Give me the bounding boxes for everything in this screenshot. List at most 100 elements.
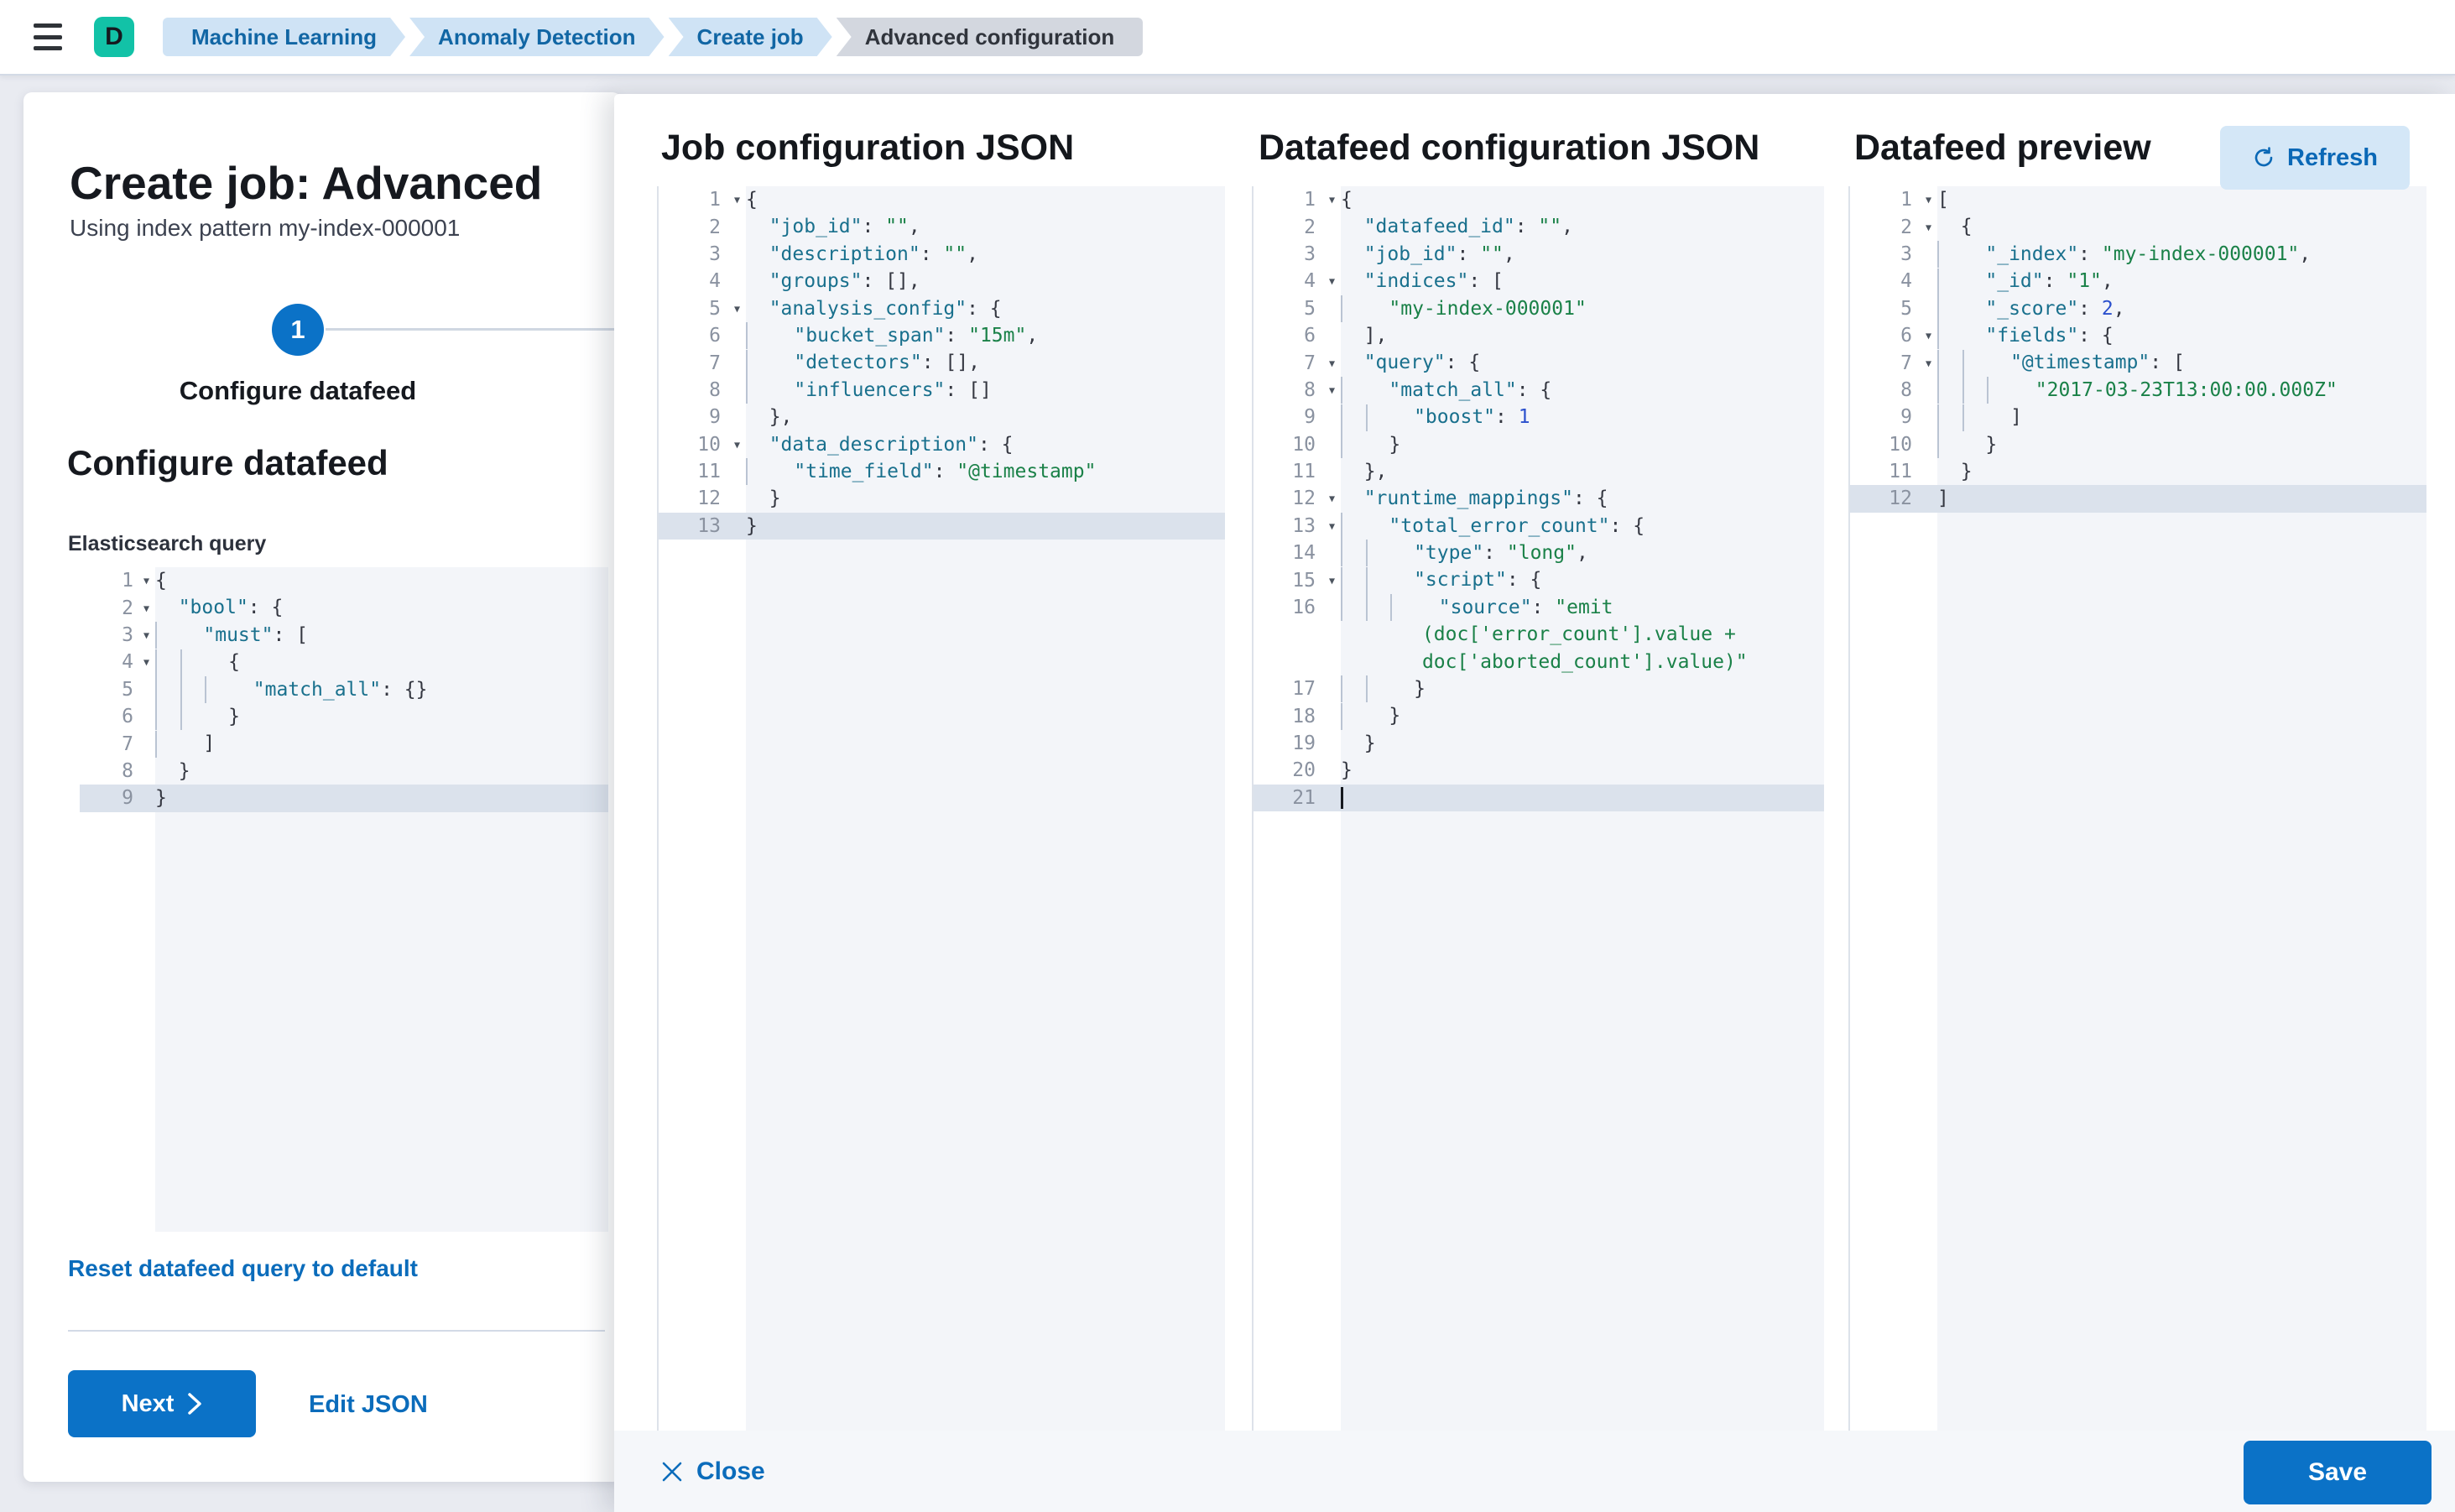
breadcrumb-current-page: Advanced configuration (836, 18, 1144, 56)
code-line: 5▾ "analysis_config": { (709, 297, 1002, 320)
breadcrumb: Machine Learning Anomaly Detection Creat… (163, 18, 1144, 56)
code-line: 12 } (697, 487, 781, 510)
fold-caret-icon[interactable]: ▾ (1328, 356, 1335, 370)
breadcrumb-create-job[interactable]: Create job (669, 18, 832, 56)
code-line: 1▾[ (1900, 189, 1949, 211)
step-progress-line (326, 328, 614, 331)
code-line: 4▾ { (80, 649, 608, 676)
code-line: 6▾ "fields": { (1850, 322, 2426, 350)
code-line: 6 "bucket_span": "15m", (659, 322, 1225, 350)
fold-caret-icon[interactable]: ▾ (143, 601, 149, 615)
edit-json-link[interactable]: Edit JSON (309, 1391, 428, 1418)
job-configuration-json-editor[interactable]: 1▾{2 "job_id": "",3 "description": "",4 … (657, 186, 1225, 1431)
code-line: 3▾ "must": [ (80, 622, 608, 649)
step-1-label: Configure datafeed (179, 376, 417, 405)
code-line: 15▾ "script": { (1254, 566, 1824, 594)
close-button[interactable]: Close (661, 1457, 765, 1486)
code-line: 4▾ "indices": [ (1304, 270, 1504, 293)
next-button[interactable]: Next (68, 1370, 256, 1437)
fold-caret-icon[interactable]: ▾ (733, 192, 740, 206)
code-line: 1▾{ (1304, 189, 1353, 211)
code-line: 5 "match_all": {} (80, 675, 608, 703)
datafeed-preview-title: Datafeed preview (1854, 128, 2151, 168)
fold-caret-icon[interactable]: ▾ (143, 573, 149, 587)
next-button-label: Next (121, 1389, 175, 1417)
code-line: 4 "groups": [], (709, 270, 920, 293)
refresh-button[interactable]: Refresh (2220, 126, 2410, 190)
fold-caret-icon[interactable]: ▾ (1925, 192, 1931, 206)
code-line: doc['aborted_count'].value)" (1421, 650, 1748, 673)
code-line: 10 } (1254, 430, 1824, 458)
code-line: 12▾ "runtime_mappings": { (1292, 487, 1608, 510)
fold-caret-icon[interactable]: ▾ (1328, 573, 1335, 587)
code-line: (doc['error_count'].value + (1421, 623, 1736, 646)
text-cursor (1341, 787, 1343, 810)
code-line: 8 "influencers": [] (659, 377, 1225, 404)
reset-datafeed-query-link[interactable]: Reset datafeed query to default (68, 1255, 418, 1281)
fold-caret-icon[interactable]: ▾ (1328, 192, 1335, 206)
menu-icon[interactable] (34, 23, 62, 50)
datafeed-configuration-title: Datafeed configuration JSON (1259, 128, 1760, 168)
code-line: 14 "type": "long", (1254, 540, 1824, 567)
code-line: 13} (659, 512, 1225, 540)
code-line: 5 "my-index-000001" (1254, 295, 1824, 322)
fold-caret-icon[interactable]: ▾ (1328, 383, 1335, 397)
refresh-button-label: Refresh (2287, 143, 2378, 171)
code-line: 17 } (1254, 675, 1824, 703)
fold-caret-icon[interactable]: ▾ (733, 437, 740, 451)
fold-caret-icon[interactable]: ▾ (1328, 274, 1335, 288)
code-line: 11 "time_field": "@timestamp" (659, 458, 1225, 486)
fold-caret-icon[interactable]: ▾ (1328, 519, 1335, 533)
deployment-logo[interactable]: D (94, 17, 134, 57)
code-line: 1▾{ (122, 570, 167, 592)
index-pattern-subtitle: Using index pattern my-index-000001 (70, 215, 461, 241)
section-title: Configure datafeed (67, 443, 388, 482)
code-line: 8 "2017-03-23T13:00:00.000Z" (1850, 377, 2426, 404)
divider (68, 1330, 605, 1332)
breadcrumb-machine-learning[interactable]: Machine Learning (163, 18, 405, 56)
code-line: 8▾ "match_all": { (1254, 377, 1824, 404)
fold-caret-icon[interactable]: ▾ (143, 654, 149, 669)
code-line: 3 "job_id": "", (1304, 242, 1515, 265)
breadcrumb-anomaly-detection[interactable]: Anomaly Detection (409, 18, 665, 56)
flyout-footer: Close Save (614, 1431, 2455, 1512)
code-line: 9 "boost": 1 (1254, 404, 1824, 431)
job-configuration-title: Job configuration JSON (661, 128, 1075, 168)
code-line: 10▾ "data_description": { (697, 433, 1014, 456)
fold-caret-icon[interactable]: ▾ (1925, 328, 1931, 342)
code-line: 2 "job_id": "", (709, 216, 920, 238)
code-line: 9} (80, 785, 608, 812)
code-line: 2▾ { (1900, 216, 1973, 238)
step-1-indicator[interactable]: 1 (272, 304, 324, 356)
code-line: 8 } (122, 759, 190, 782)
elasticsearch-query-label: Elasticsearch query (68, 532, 267, 555)
fold-caret-icon[interactable]: ▾ (1925, 220, 1931, 234)
code-line: 7▾ "@timestamp": [ (1850, 349, 2426, 377)
chevron-right-icon (188, 1393, 202, 1415)
code-line: 9 ] (1850, 404, 2426, 431)
code-line: 7 ] (80, 730, 608, 758)
fold-caret-icon[interactable]: ▾ (733, 301, 740, 315)
code-line: 13▾ "total_error_count": { (1254, 513, 1824, 540)
code-line: 20} (1292, 759, 1353, 782)
code-line: 19 } (1292, 732, 1376, 754)
code-line: 9 }, (709, 406, 793, 429)
elasticsearch-query-editor[interactable]: 1▾{ 2▾ "bool": { 3▾ "must": [4▾ {5 "match_… (80, 567, 608, 1232)
code-line: 12] (1850, 485, 2426, 513)
code-line: 11 } (1889, 460, 1973, 483)
code-line: 7 "detectors": [], (659, 349, 1225, 377)
datafeed-preview-editor[interactable]: 1▾[2▾ {3 "_index": "my-index-000001",4 "… (1848, 186, 2426, 1431)
page-title: Create job: Advanced (70, 157, 543, 209)
fold-caret-icon[interactable]: ▾ (1328, 491, 1335, 505)
top-navigation-bar: D Machine Learning Anomaly Detection Cre… (0, 0, 2455, 76)
save-button[interactable]: Save (2244, 1441, 2432, 1504)
code-line: 10 } (1850, 430, 2426, 458)
code-line: 3 "_index": "my-index-000001", (1850, 241, 2426, 269)
code-line: 11 }, (1292, 460, 1388, 483)
code-line: 2▾ "bool": { (122, 597, 284, 619)
fold-caret-icon[interactable]: ▾ (143, 628, 149, 642)
datafeed-configuration-json-editor[interactable]: 1▾{ 2 "datafeed_id": "", 3 "job_id": "", 4▾… (1252, 186, 1824, 1431)
code-line: 21 (1254, 784, 1824, 811)
code-line: 2 "datafeed_id": "", (1304, 216, 1573, 238)
fold-caret-icon[interactable]: ▾ (1925, 356, 1931, 370)
